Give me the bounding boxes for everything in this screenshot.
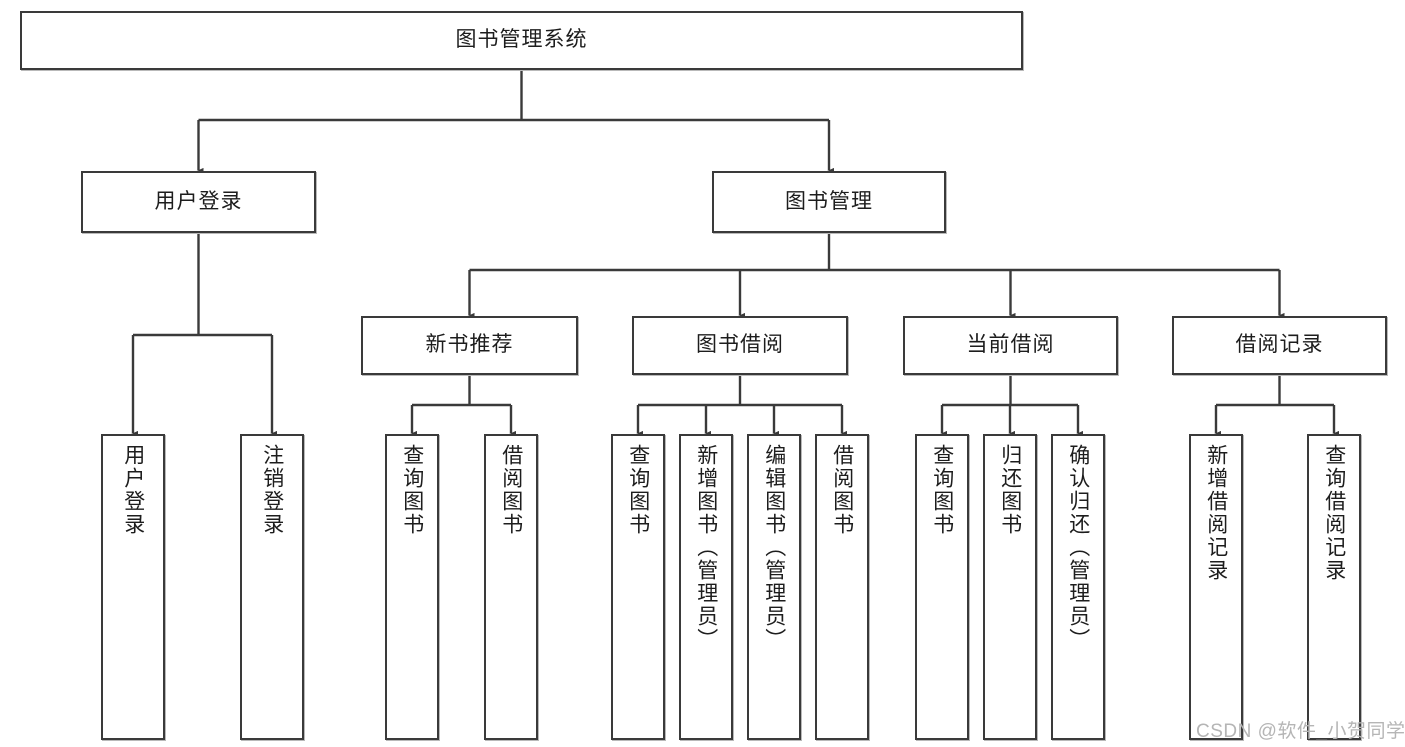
node-l11[interactable]: 确认归还（管理员） [1051, 434, 1105, 740]
node-l13[interactable]: 查询借阅记录 [1307, 434, 1361, 740]
node-l1[interactable]: 用户登录 [101, 434, 165, 740]
connector-group [127, 70, 1340, 441]
node-label: 借阅图书 [830, 444, 854, 536]
node-l4[interactable]: 借阅图书 [484, 434, 538, 740]
node-label: 确认归还（管理员） [1066, 444, 1090, 651]
node-label: 查询借阅记录 [1322, 444, 1346, 582]
node-label: 图书管理 [785, 189, 873, 213]
node-l6[interactable]: 新增图书（管理员） [679, 434, 733, 740]
node-newbook[interactable]: 新书推荐 [361, 316, 578, 375]
node-current[interactable]: 当前借阅 [903, 316, 1118, 375]
node-label: 查询图书 [626, 444, 650, 536]
node-label: 图书借阅 [696, 333, 784, 357]
node-l10[interactable]: 归还图书 [983, 434, 1037, 740]
node-label: 图书管理系统 [455, 28, 588, 52]
node-label: 编辑图书（管理员） [762, 444, 786, 651]
node-label: 借阅图书 [499, 444, 523, 536]
node-root[interactable]: 图书管理系统 [20, 11, 1023, 70]
node-l12[interactable]: 新增借阅记录 [1189, 434, 1243, 740]
node-borrow[interactable]: 图书借阅 [632, 316, 848, 375]
node-label: 查询图书 [930, 444, 954, 536]
node-label: 查询图书 [400, 444, 424, 536]
node-label: 用户登录 [154, 189, 243, 213]
node-bookmgr[interactable]: 图书管理 [712, 171, 946, 233]
node-records[interactable]: 借阅记录 [1172, 316, 1387, 375]
node-l5[interactable]: 查询图书 [611, 434, 665, 740]
node-label: 借阅记录 [1235, 333, 1324, 357]
node-label: 新增图书（管理员） [694, 444, 718, 651]
node-label: 新书推荐 [425, 333, 514, 357]
node-l9[interactable]: 查询图书 [915, 434, 969, 740]
node-login[interactable]: 用户登录 [81, 171, 316, 233]
node-l8[interactable]: 借阅图书 [815, 434, 869, 740]
node-l7[interactable]: 编辑图书（管理员） [747, 434, 801, 740]
node-l2[interactable]: 注销登录 [240, 434, 304, 740]
node-label: 用户登录 [121, 444, 145, 536]
node-label: 归还图书 [998, 444, 1022, 536]
node-label: 当前借阅 [966, 333, 1055, 357]
watermark-text: CSDN @软件_小贺同学 [1196, 721, 1405, 742]
node-label: 注销登录 [260, 444, 284, 536]
node-label: 新增借阅记录 [1204, 444, 1228, 582]
node-l3[interactable]: 查询图书 [385, 434, 439, 740]
